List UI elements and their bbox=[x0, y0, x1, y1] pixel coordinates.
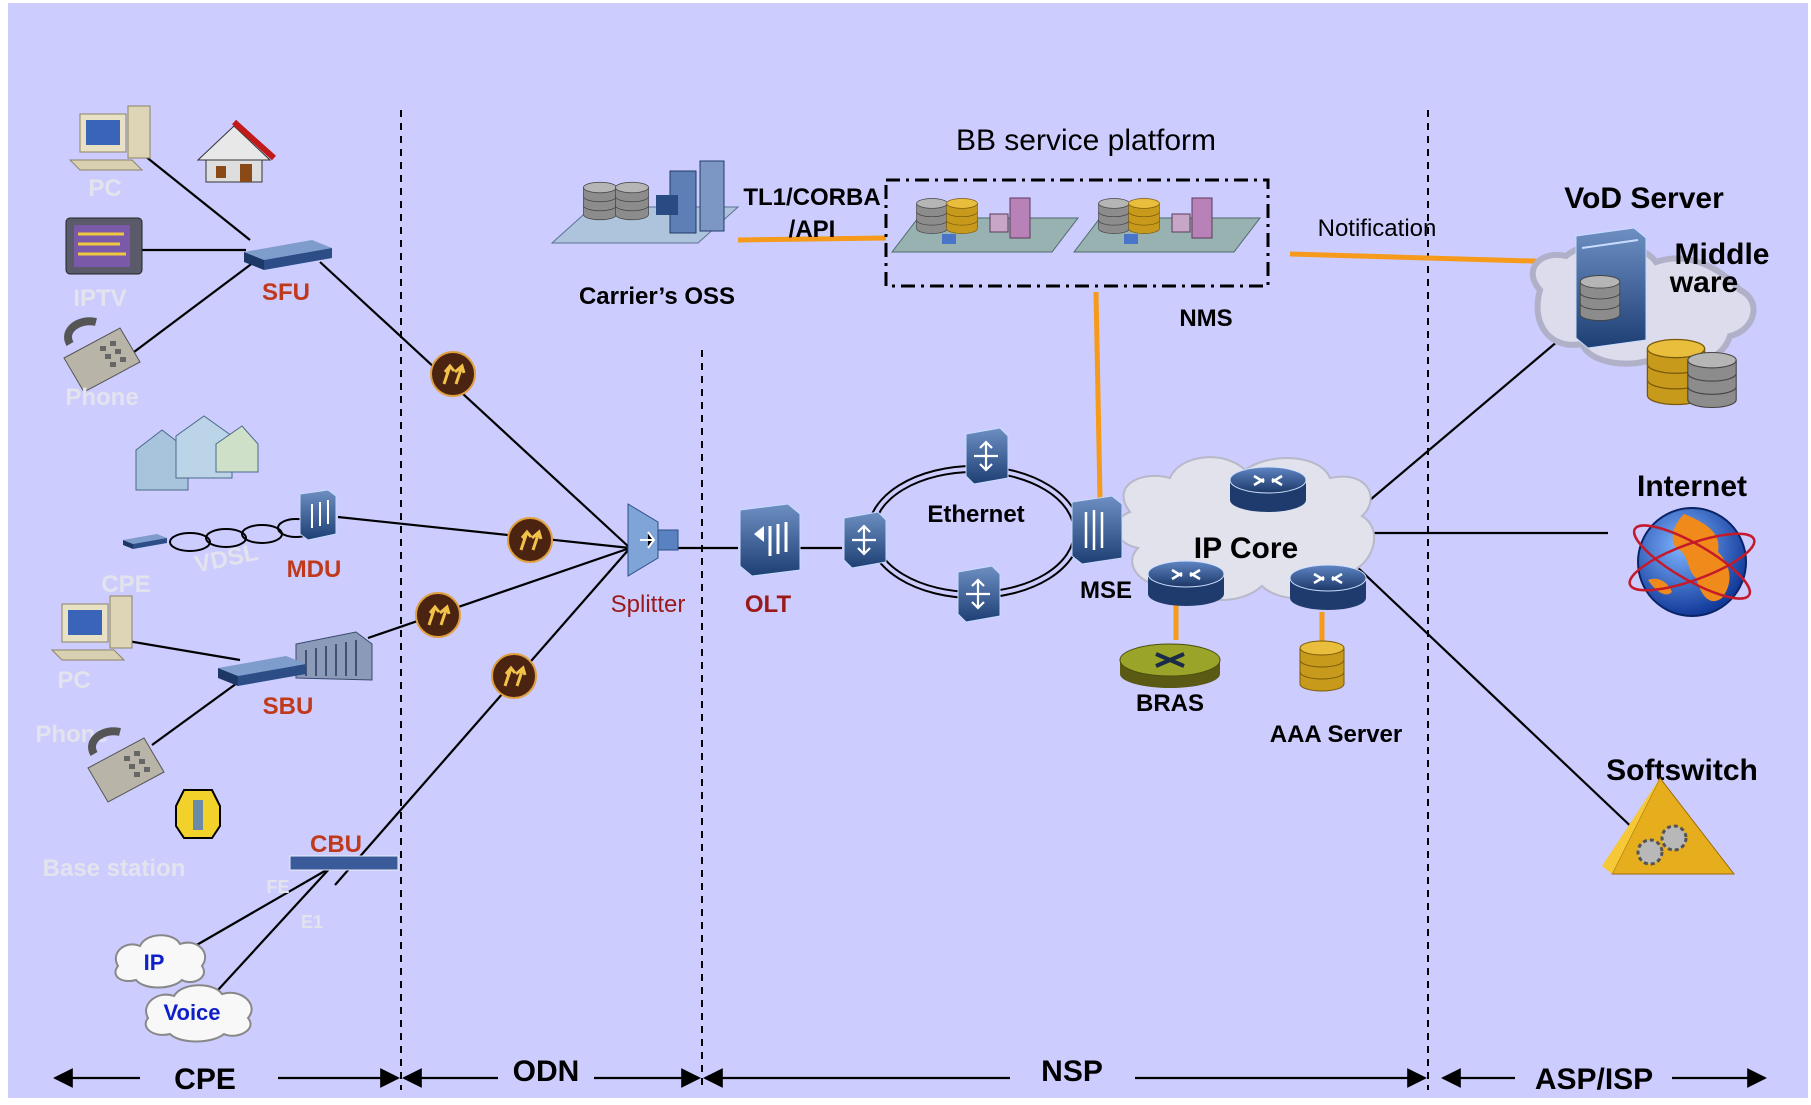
sbu-label: SBU bbox=[263, 693, 314, 720]
ethernet-label: Ethernet bbox=[927, 501, 1024, 528]
internet-globe-icon bbox=[1628, 507, 1756, 617]
mse-label: MSE bbox=[1080, 577, 1132, 604]
mdu-label: MDU bbox=[287, 556, 342, 583]
cbu-icon bbox=[289, 855, 399, 871]
ethernet-switch-icon-top bbox=[964, 426, 1010, 486]
carrier-oss-label: Carrier’s OSS bbox=[579, 283, 735, 310]
aaa-server-icon bbox=[1299, 640, 1345, 692]
section-label-cpe: CPE bbox=[174, 1063, 236, 1096]
core-router-icon-aaa bbox=[1288, 563, 1368, 612]
cpe-device-label: CPE bbox=[101, 571, 150, 598]
diagram-background bbox=[8, 3, 1808, 1098]
ip-cloud-icon bbox=[114, 934, 207, 989]
mse-icon bbox=[1071, 495, 1123, 565]
pc-label-2: PC bbox=[57, 667, 90, 694]
fe-label: FE bbox=[266, 877, 289, 897]
middleware-label-1: Middle bbox=[1675, 238, 1770, 271]
ip-label: IP bbox=[144, 950, 165, 975]
voice-label: Voice bbox=[163, 1000, 220, 1025]
section-label-odn: ODN bbox=[513, 1055, 580, 1088]
odn-coupler-icon-3 bbox=[414, 591, 462, 639]
softswitch-icon bbox=[1602, 777, 1736, 875]
notification-label: Notification bbox=[1318, 215, 1437, 242]
olt-icon bbox=[739, 503, 801, 577]
phone-label-1: Phone bbox=[65, 384, 138, 411]
bb-platform-title: BB service platform bbox=[956, 124, 1216, 157]
vod-server-label: VoD Server bbox=[1564, 182, 1724, 215]
office-building-icon bbox=[295, 631, 373, 681]
cbu-label: CBU bbox=[310, 831, 362, 858]
buildings-icon bbox=[135, 415, 259, 491]
aaa-server-label: AAA Server bbox=[1270, 721, 1403, 748]
vod-storage-icon bbox=[1579, 275, 1621, 321]
carrier-oss-icon bbox=[550, 160, 740, 244]
odn-coupler-icon-2 bbox=[506, 516, 554, 564]
odn-coupler-icon-4 bbox=[490, 652, 538, 700]
ethernet-switch-icon-bottom bbox=[956, 564, 1002, 624]
ip-core-label: IP Core bbox=[1194, 532, 1299, 565]
middleware-label-2: ware bbox=[1669, 266, 1738, 299]
iptv-label: IPTV bbox=[73, 285, 126, 312]
section-label-nsp: NSP bbox=[1041, 1055, 1103, 1088]
e1-label: E1 bbox=[301, 912, 323, 932]
voice-cloud-icon bbox=[144, 984, 253, 1043]
bras-label: BRAS bbox=[1136, 690, 1204, 717]
splitter-label: Splitter bbox=[611, 591, 686, 618]
softswitch-label: Softswitch bbox=[1606, 754, 1758, 787]
base-station-icon bbox=[175, 789, 221, 839]
tl1-corba-label: TL1/CORBA bbox=[743, 184, 880, 211]
middleware-db-icon-gray bbox=[1687, 351, 1737, 409]
splitter-icon bbox=[627, 503, 679, 577]
sfu-label: SFU bbox=[262, 279, 310, 306]
iptv-icon bbox=[65, 217, 143, 275]
core-router-icon-bras bbox=[1146, 559, 1226, 608]
mdu-icon bbox=[299, 489, 337, 541]
base-station-label: Base station bbox=[43, 855, 186, 882]
nms-label: NMS bbox=[1179, 305, 1232, 332]
olt-label: OLT bbox=[745, 591, 792, 618]
pc-label-1: PC bbox=[88, 175, 121, 202]
house-icon bbox=[196, 119, 277, 183]
odn-coupler-icon-1 bbox=[429, 350, 477, 398]
internet-label: Internet bbox=[1637, 470, 1747, 503]
connection-lines bbox=[121, 151, 1641, 991]
section-label-asp-isp: ASP/ISP bbox=[1535, 1063, 1653, 1096]
ethernet-switch-icon-left bbox=[842, 510, 888, 570]
core-router-icon-top bbox=[1228, 465, 1308, 514]
bras-icon bbox=[1119, 643, 1221, 688]
bb-platform-box bbox=[884, 178, 1270, 288]
api-label: /API bbox=[789, 216, 836, 243]
